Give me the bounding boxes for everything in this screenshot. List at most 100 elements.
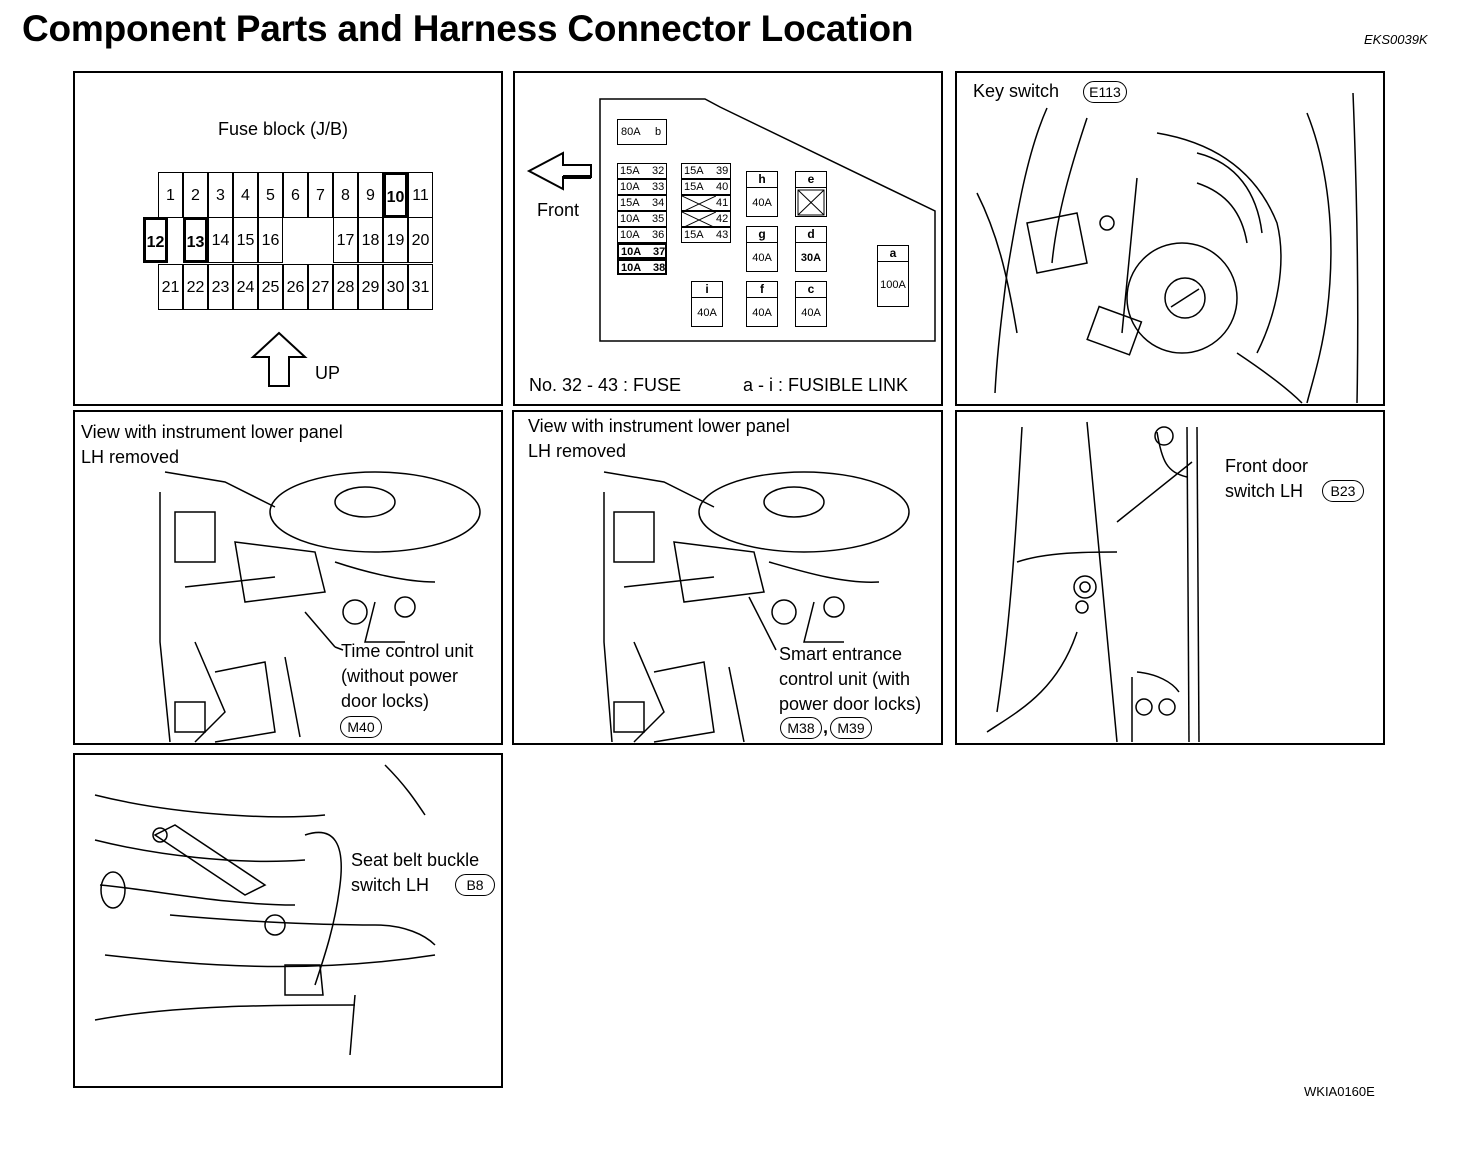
smart-entrance-line-2: control unit (with — [779, 669, 911, 689]
fuse-slot-12: 12 — [143, 217, 168, 263]
front-door-line-1: Front door — [1225, 456, 1309, 476]
up-label: UP — [315, 363, 341, 383]
link-id: e — [796, 172, 826, 188]
fusible-link-i: i 40A — [691, 281, 723, 327]
link-id: d — [796, 227, 826, 243]
link-amp: 40A — [752, 252, 772, 264]
fuse-slot-23: 23 — [208, 264, 233, 310]
view-heading-line-2: LH removed — [528, 441, 627, 461]
smart-entrance-line-1: Smart entrance — [779, 644, 903, 664]
fuse-number: 43 — [716, 229, 729, 241]
fuse-amp: 15A — [620, 197, 640, 209]
fuse-slot-26: 26 — [283, 264, 308, 310]
link-b-id: b — [655, 126, 662, 138]
seat-belt-line-2: switch LH — [351, 875, 430, 895]
door-pillar-illustration — [986, 421, 1200, 743]
fuse-slot-30: 30 — [383, 264, 408, 310]
fuse-number: 38 — [653, 262, 666, 274]
fusible-link-legend: a - i : FUSIBLE LINK — [743, 375, 909, 395]
fusible-link-box-outline — [526, 98, 936, 342]
link-id: a — [878, 246, 908, 262]
connector-m40: M40 — [340, 716, 382, 738]
link-amp: 40A — [801, 307, 821, 319]
empty-slot-icon — [682, 212, 716, 228]
fuse-amp: 10A — [621, 262, 642, 274]
link-id: c — [796, 282, 826, 298]
fusible-link-g: g 40A — [746, 226, 778, 272]
connector-separator: , — [823, 717, 829, 737]
connector-m38: M38 — [780, 717, 822, 739]
time-control-unit-line-3: door locks) — [341, 691, 430, 711]
link-id: i — [692, 282, 722, 298]
fuse-33: 10A 33 — [617, 179, 667, 195]
view-heading-line-2: LH removed — [81, 447, 180, 467]
smart-entrance-panel: View with instrument lower panel LH remo… — [512, 410, 943, 745]
link-amp: 40A — [697, 307, 717, 319]
fuse-amp: 10A — [620, 181, 640, 193]
fuse-slot-18: 18 — [358, 217, 383, 263]
link-amp: 30A — [800, 252, 822, 264]
fuse-amp: 10A — [621, 246, 642, 258]
fuse-number: 41 — [716, 197, 729, 209]
link-amp: 40A — [752, 197, 772, 209]
fuse-slot-6: 6 — [283, 172, 308, 218]
fuse-37: 10A 37 — [617, 243, 667, 259]
fuse-amp: 15A — [620, 165, 640, 177]
fuse-34: 15A 34 — [617, 195, 667, 211]
key-switch-panel: Key switch E113 — [955, 71, 1385, 406]
connector-b8: B8 — [455, 874, 495, 896]
fuse-slot-29: 29 — [358, 264, 383, 310]
fuse-slot-17: 17 — [333, 217, 358, 263]
fuse-slot-16: 16 — [258, 217, 283, 263]
link-id: g — [747, 227, 777, 243]
fuse-slot-25: 25 — [258, 264, 283, 310]
front-arrow-icon — [526, 151, 592, 191]
fuse-number: 34 — [652, 197, 665, 209]
document-code: EKS0039K — [1364, 32, 1428, 47]
fuse-slot-31: 31 — [408, 264, 433, 310]
fuse-amp: 10A — [620, 213, 640, 225]
view-heading-line-1: View with instrument lower panel — [528, 416, 790, 436]
seat-belt-panel: Seat belt buckle switch LH B8 — [73, 753, 503, 1088]
connector-m39: M39 — [830, 717, 872, 739]
seat-belt-line-1: Seat belt buckle — [351, 850, 480, 870]
front-label: Front — [537, 200, 580, 220]
instrument-panel-illustration — [159, 471, 481, 743]
fusible-link-e: e — [795, 171, 827, 217]
fuse-amp: 15A — [684, 181, 704, 193]
fuse-slot-20: 20 — [408, 217, 433, 263]
link-amp: 100A — [880, 279, 906, 291]
fuse-amp: 10A — [620, 229, 640, 241]
fuse-slot-1: 1 — [158, 172, 183, 218]
fuse-number: 33 — [652, 181, 665, 193]
fuse-amp: 15A — [684, 229, 704, 241]
key-switch-label: Key switch — [973, 81, 1060, 101]
fuse-number: 35 — [652, 213, 665, 225]
front-door-switch-panel: Front door switch LH B23 — [955, 410, 1385, 745]
link-b-amp: 80A — [621, 126, 641, 138]
fuse-slot-19: 19 — [383, 217, 408, 263]
fuse-number: 37 — [653, 246, 666, 258]
fuse-legend: No. 32 - 43 : FUSE — [529, 375, 682, 395]
time-control-unit-line-2: (without power — [341, 666, 459, 686]
fuse-slot-15: 15 — [233, 217, 258, 263]
fuse-slot-24: 24 — [233, 264, 258, 310]
fuse-number: 42 — [716, 213, 729, 225]
fusible-link-h: h 40A — [746, 171, 778, 217]
fusible-link-d: d 30A — [795, 226, 827, 272]
fuse-slot-27: 27 — [308, 264, 333, 310]
fusible-link-c: c 40A — [795, 281, 827, 327]
fusible-link-b: 80A b — [617, 119, 667, 145]
fuse-35: 10A 35 — [617, 211, 667, 227]
link-id: h — [747, 172, 777, 188]
time-control-unit-panel: View with instrument lower panel LH remo… — [73, 410, 503, 745]
link-amp: 40A — [752, 307, 772, 319]
instrument-panel-illustration-2 — [603, 471, 910, 743]
